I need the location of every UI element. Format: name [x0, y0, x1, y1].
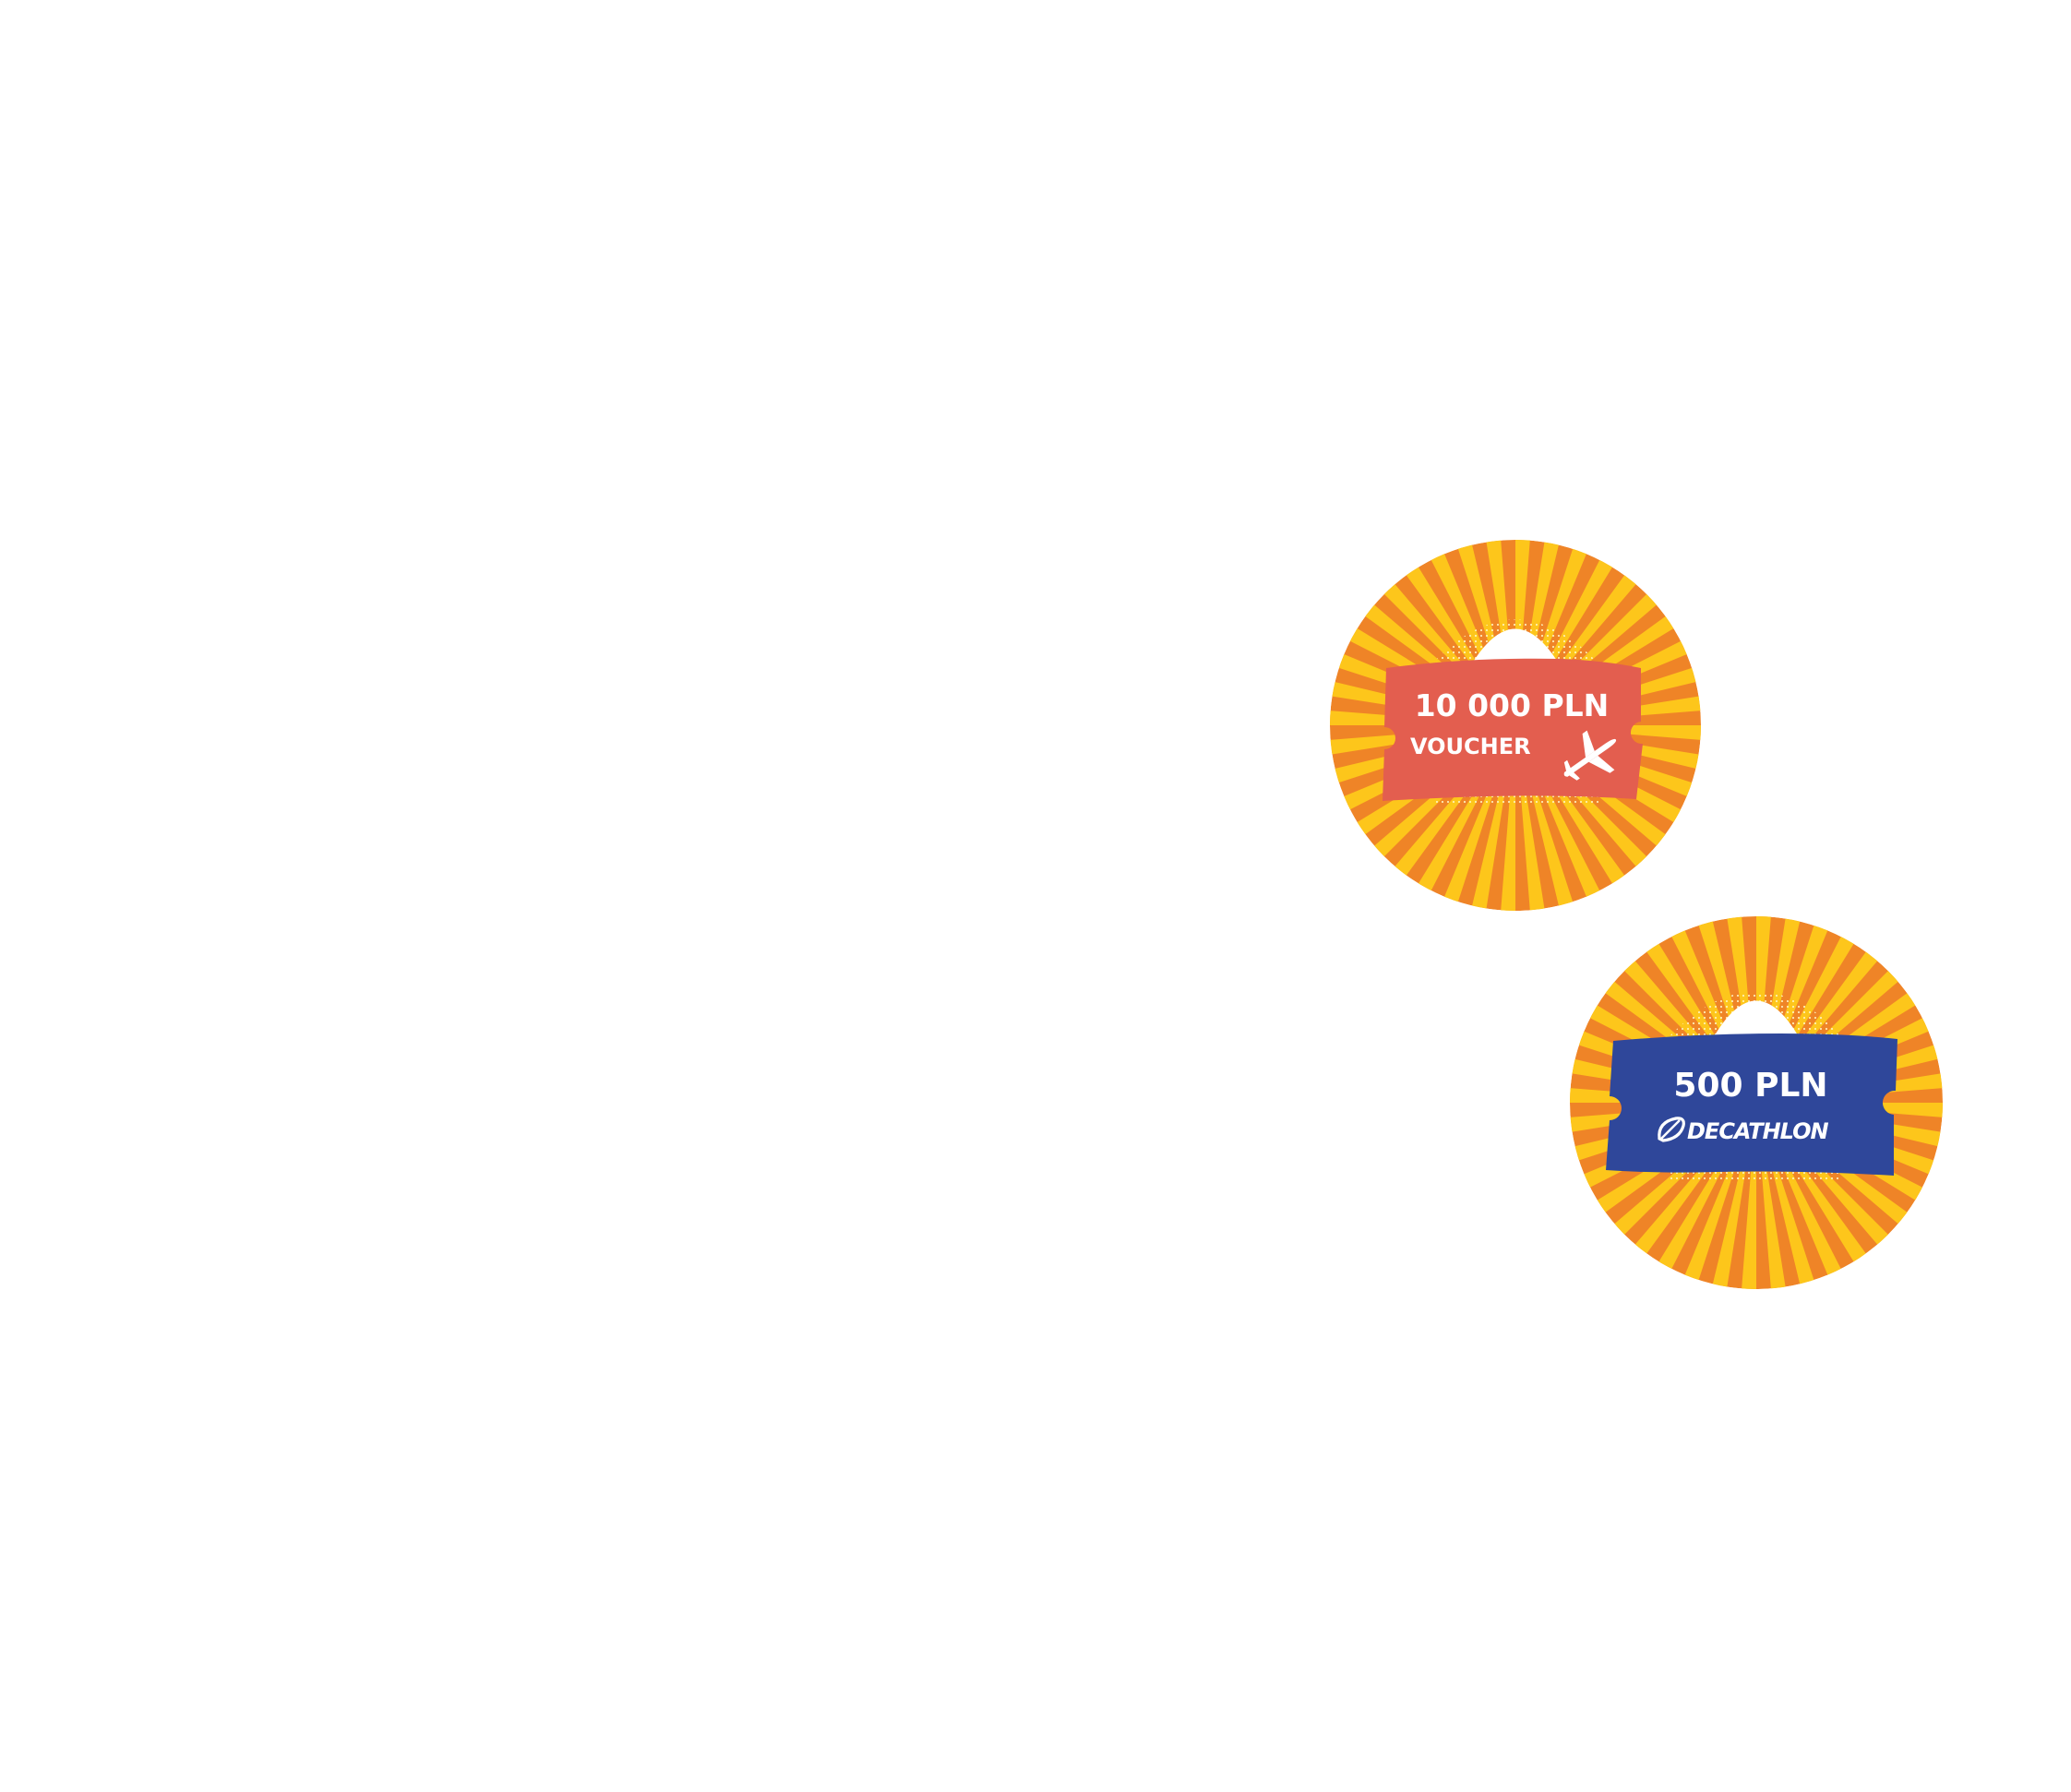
decathlon-amount: 500 PLN — [1673, 1067, 1827, 1105]
voucher-ticket — [1383, 658, 1643, 801]
airplane-icon — [1563, 730, 1617, 781]
travel-voucher-badge: 10 000 PLN VOUCHER — [1329, 539, 1702, 912]
decathlon-voucher-badge: 500 PLN DECATHLON — [1569, 915, 1944, 1290]
voucher-amount: 10 000 PLN — [1415, 687, 1610, 723]
voucher-subtitle: VOUCHER — [1410, 734, 1531, 759]
decathlon-logo-icon — [1658, 1117, 1685, 1142]
decathlon-ticket — [1606, 1033, 1897, 1176]
decathlon-brand: DECATHLON — [1687, 1118, 1829, 1144]
sunburst-disc: 500 PLN DECATHLON — [1570, 916, 1943, 1289]
sunburst-disc: 10 000 PLN VOUCHER — [1330, 540, 1701, 911]
